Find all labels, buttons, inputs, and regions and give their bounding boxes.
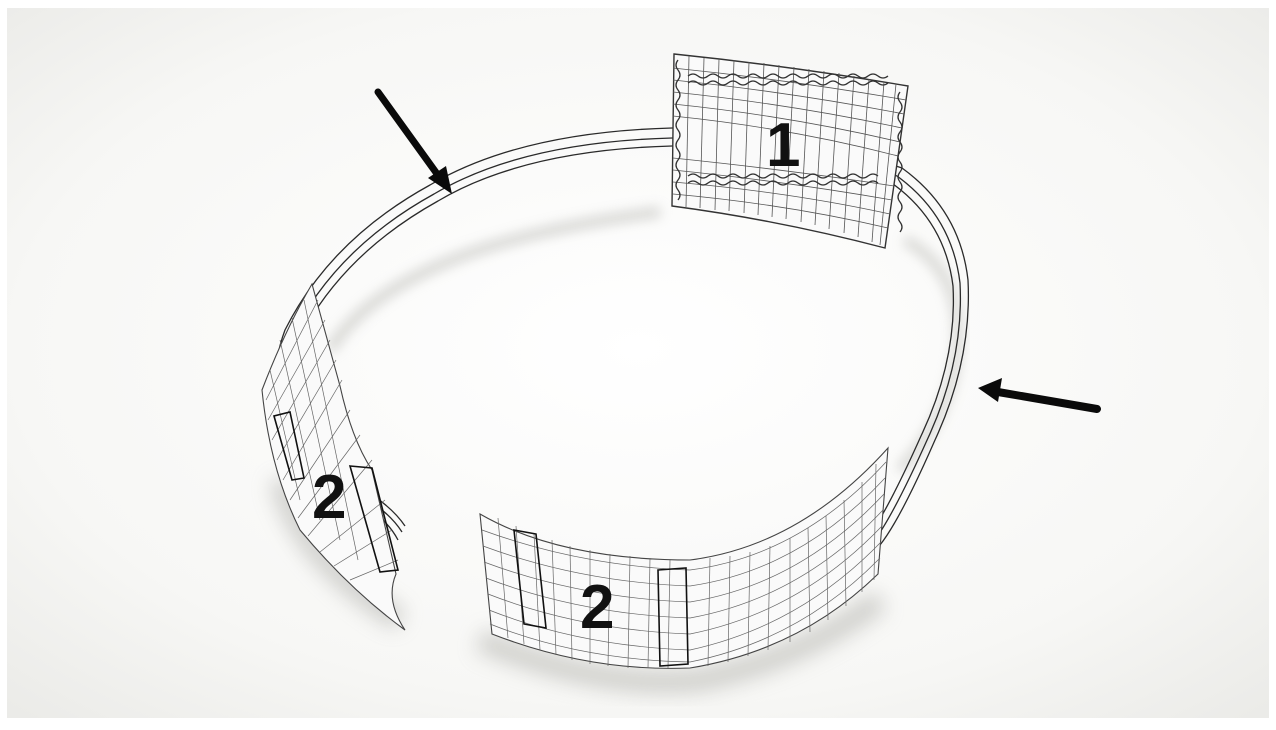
panel-left-label: 2 bbox=[312, 463, 346, 532]
panel-left: 2 bbox=[261, 282, 406, 631]
panel-top: 1 bbox=[671, 53, 909, 249]
arrow-down-right-icon bbox=[374, 88, 452, 194]
arrow-left-icon bbox=[978, 378, 1101, 413]
panel-top-label: 1 bbox=[766, 111, 800, 180]
panel-bottom: 2 bbox=[479, 446, 889, 669]
panel-bottom-label: 2 bbox=[580, 573, 614, 642]
